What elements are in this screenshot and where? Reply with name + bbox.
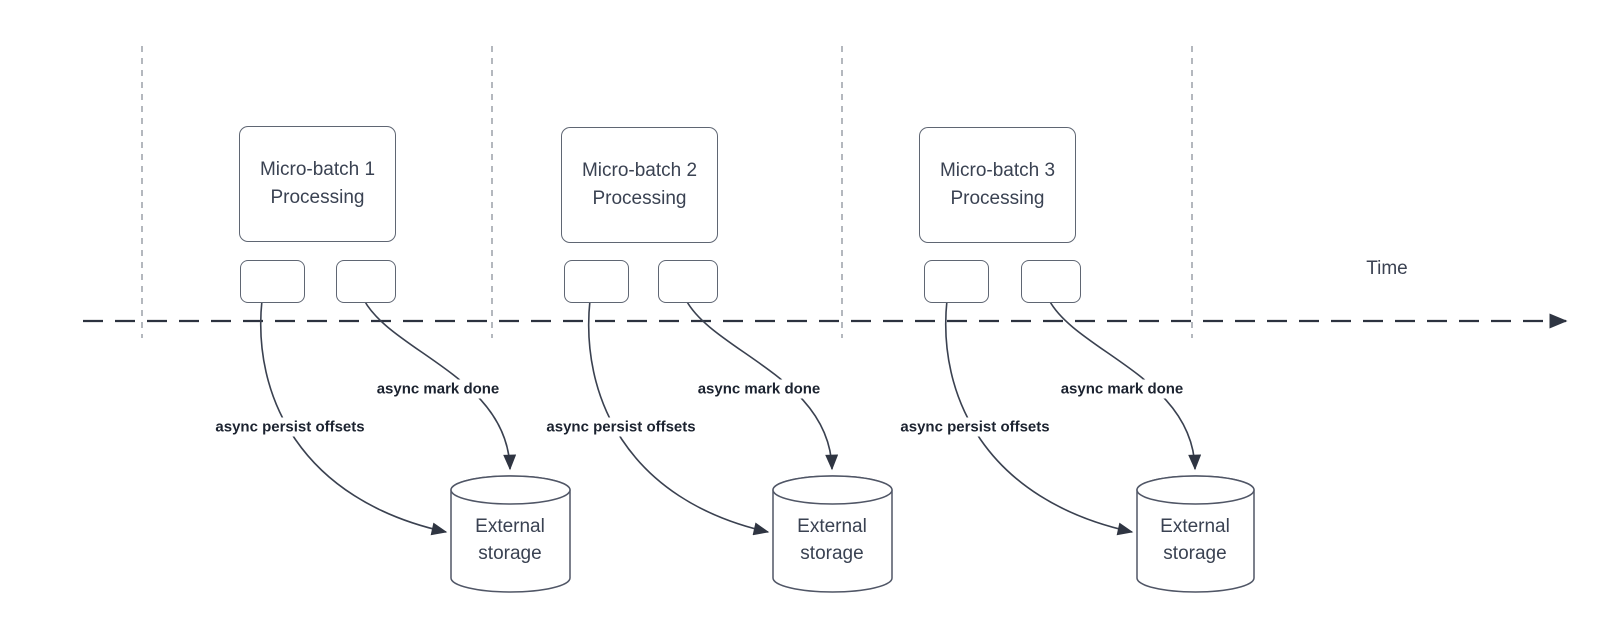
storage-cylinder-2 bbox=[772, 475, 893, 593]
external-storage-label-2: External storage bbox=[797, 516, 867, 564]
micro-batch-2-processing-box: Micro-batch 2 Processing bbox=[561, 127, 718, 243]
micro-batch-3-offset-task-box bbox=[924, 260, 989, 303]
persist-offsets-label-3: async persist offsets bbox=[897, 417, 1053, 437]
micro-batch-1-offset-task-box bbox=[240, 260, 305, 303]
micro-batch-2-commit-task-box bbox=[658, 260, 718, 303]
micro-batch-3-commit-task-box bbox=[1021, 260, 1081, 303]
persist-offsets-arrow-2 bbox=[587, 299, 770, 536]
mark-done-arrow-2 bbox=[685, 299, 839, 471]
persist-offsets-arrow-1 bbox=[260, 299, 448, 536]
micro-batch-1-commit-task-box bbox=[336, 260, 396, 303]
micro-batch-1-processing-box: Micro-batch 1 Processing bbox=[239, 126, 396, 242]
persist-offsets-arrow-3 bbox=[944, 299, 1134, 536]
mark-done-arrow-3 bbox=[1048, 299, 1202, 471]
mark-done-label-3: async mark done bbox=[1057, 379, 1187, 399]
external-storage-label-1: External storage bbox=[475, 516, 545, 564]
storage-cylinder-3 bbox=[1136, 475, 1255, 593]
mark-done-label-2: async mark done bbox=[694, 379, 824, 399]
time-axis-label: Time bbox=[1366, 258, 1408, 279]
mark-done-arrow-1 bbox=[363, 299, 517, 471]
micro-batch-2-offset-task-box bbox=[564, 260, 629, 303]
micro-batch-3-processing-box: Micro-batch 3 Processing bbox=[919, 127, 1076, 243]
mark-done-label-1: async mark done bbox=[373, 379, 503, 399]
persist-offsets-label-1: async persist offsets bbox=[212, 417, 368, 437]
external-storage-label-3: External storage bbox=[1160, 516, 1230, 564]
persist-offsets-label-2: async persist offsets bbox=[543, 417, 699, 437]
storage-cylinder-1 bbox=[450, 475, 571, 593]
